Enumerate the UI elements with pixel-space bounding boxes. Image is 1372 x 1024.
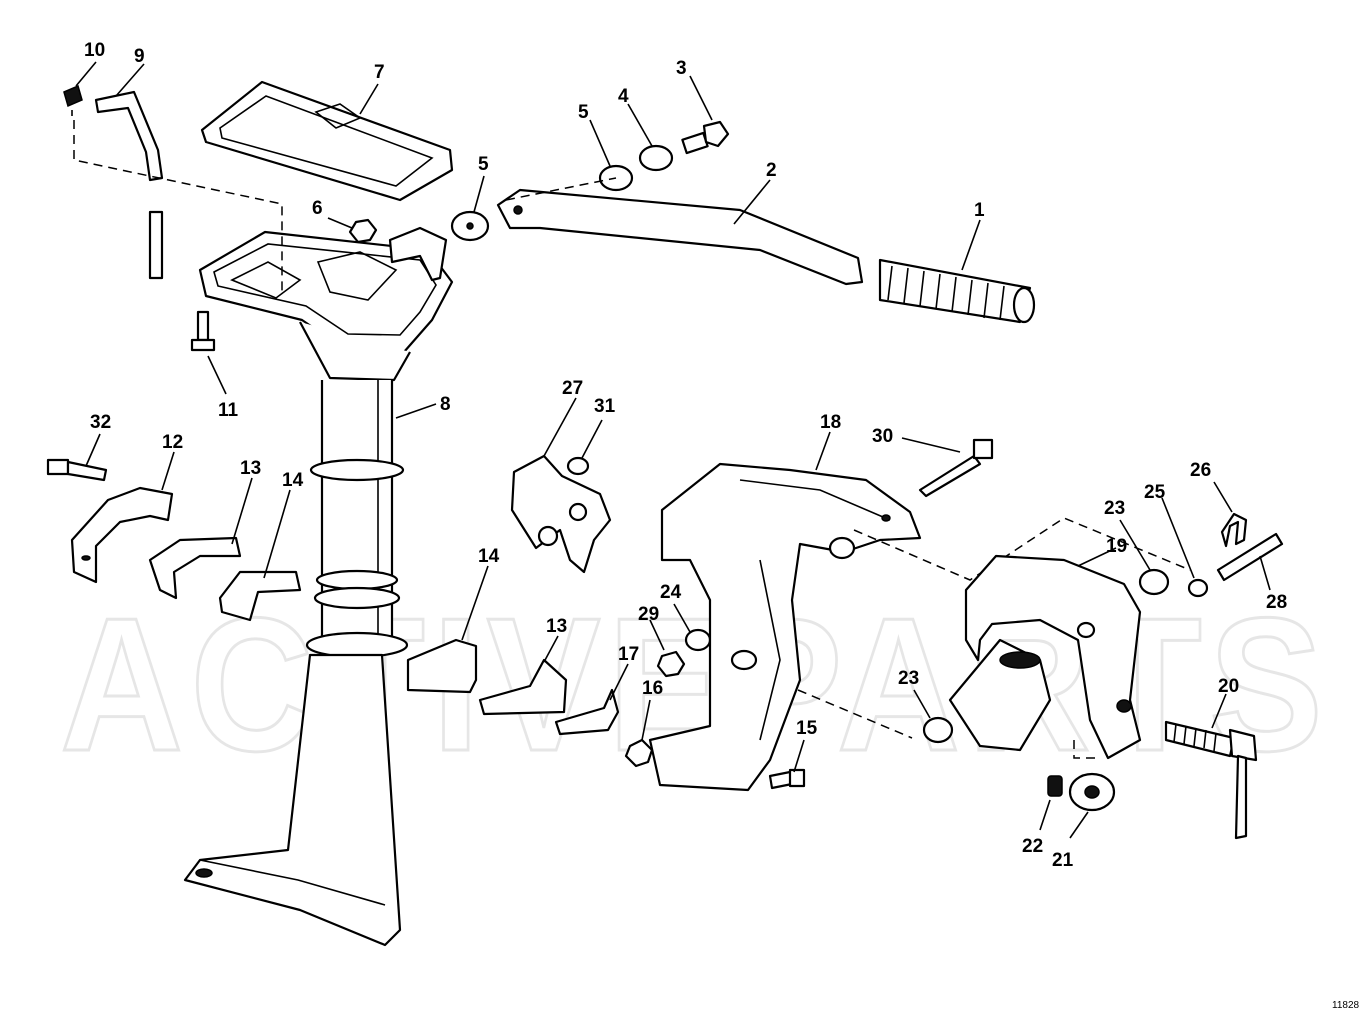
callout-4: 4 [618,86,629,107]
callout-30: 30 [872,426,893,447]
bolt-32 [46,458,108,482]
nut-29 [656,650,686,678]
gasket [200,80,454,202]
pin-28 [1216,532,1284,582]
bolt-3 [681,120,730,155]
callout-5b: 5 [478,154,489,175]
callout-7: 7 [374,62,385,83]
hose-screw [63,84,83,116]
swivel-bracket [648,462,922,792]
clamp-12 [70,486,174,584]
callout-labels: 1 2 3 4 5 5 6 7 8 9 10 11 12 13 13 14 14… [84,40,1287,871]
callout-31: 31 [594,396,616,417]
washer-24 [684,628,712,652]
driveshaft-housing [183,230,454,947]
callout-11: 11 [218,400,239,421]
callout-1: 1 [974,200,985,221]
callout-23b: 23 [898,668,919,689]
bushing-14-center [406,638,478,694]
spring-clip-26 [1220,512,1248,548]
callout-24: 24 [660,582,682,603]
washer-4 [638,144,674,172]
callout-13a: 13 [240,458,261,479]
callout-22: 22 [1022,836,1043,857]
callout-16: 16 [642,678,663,699]
callout-14b: 14 [478,546,500,567]
screw-15 [768,768,806,790]
callout-15: 15 [796,718,818,739]
callout-29: 29 [638,604,659,625]
stop-bracket [388,226,448,282]
tiller-arm [496,188,864,286]
washer-23-upper [1138,568,1170,596]
clamp-alignment-line [797,517,1191,759]
callout-2: 2 [766,160,777,181]
drawing-code: 11828 [1332,1000,1360,1011]
callout-26: 26 [1190,460,1211,481]
bushing-13-left [148,536,242,600]
spring-22 [1047,775,1063,797]
hose-alignment-line [73,120,283,296]
callout-25: 25 [1144,482,1166,503]
tiller-grip [878,258,1036,324]
callout-10: 10 [84,40,105,61]
callout-9: 9 [134,46,145,67]
callout-18: 18 [820,412,841,433]
callout-13b: 13 [546,616,567,637]
clamp-screw-20 [1164,720,1258,840]
nut-6 [348,218,378,244]
plug-31 [566,456,590,476]
clamp-frame [948,554,1142,760]
washer-23-lower [922,716,954,744]
pad-21 [1068,772,1116,812]
callout-23a: 23 [1104,498,1125,519]
callout-19: 19 [1106,536,1127,557]
callout-6: 6 [312,198,323,219]
washer-25 [1187,578,1209,598]
callout-5a: 5 [578,102,589,123]
callout-3: 3 [676,58,687,79]
screw-11 [190,310,216,352]
hose [94,90,164,280]
callout-8: 8 [440,394,451,415]
callout-21: 21 [1052,850,1074,871]
tiller-alignment-line [505,177,617,201]
strap-17 [554,688,620,736]
bracket-27 [510,454,612,574]
callout-12: 12 [162,432,183,453]
bushing-13-center [478,658,568,716]
callout-20: 20 [1218,676,1239,697]
callout-28: 28 [1266,592,1287,613]
callout-17: 17 [618,644,639,665]
bushing-14-left [218,570,302,622]
bolt-30 [918,438,994,498]
callout-27: 27 [562,378,583,399]
callout-14a: 14 [282,470,304,491]
leader-lines [75,61,1271,839]
callout-32: 32 [90,412,111,433]
